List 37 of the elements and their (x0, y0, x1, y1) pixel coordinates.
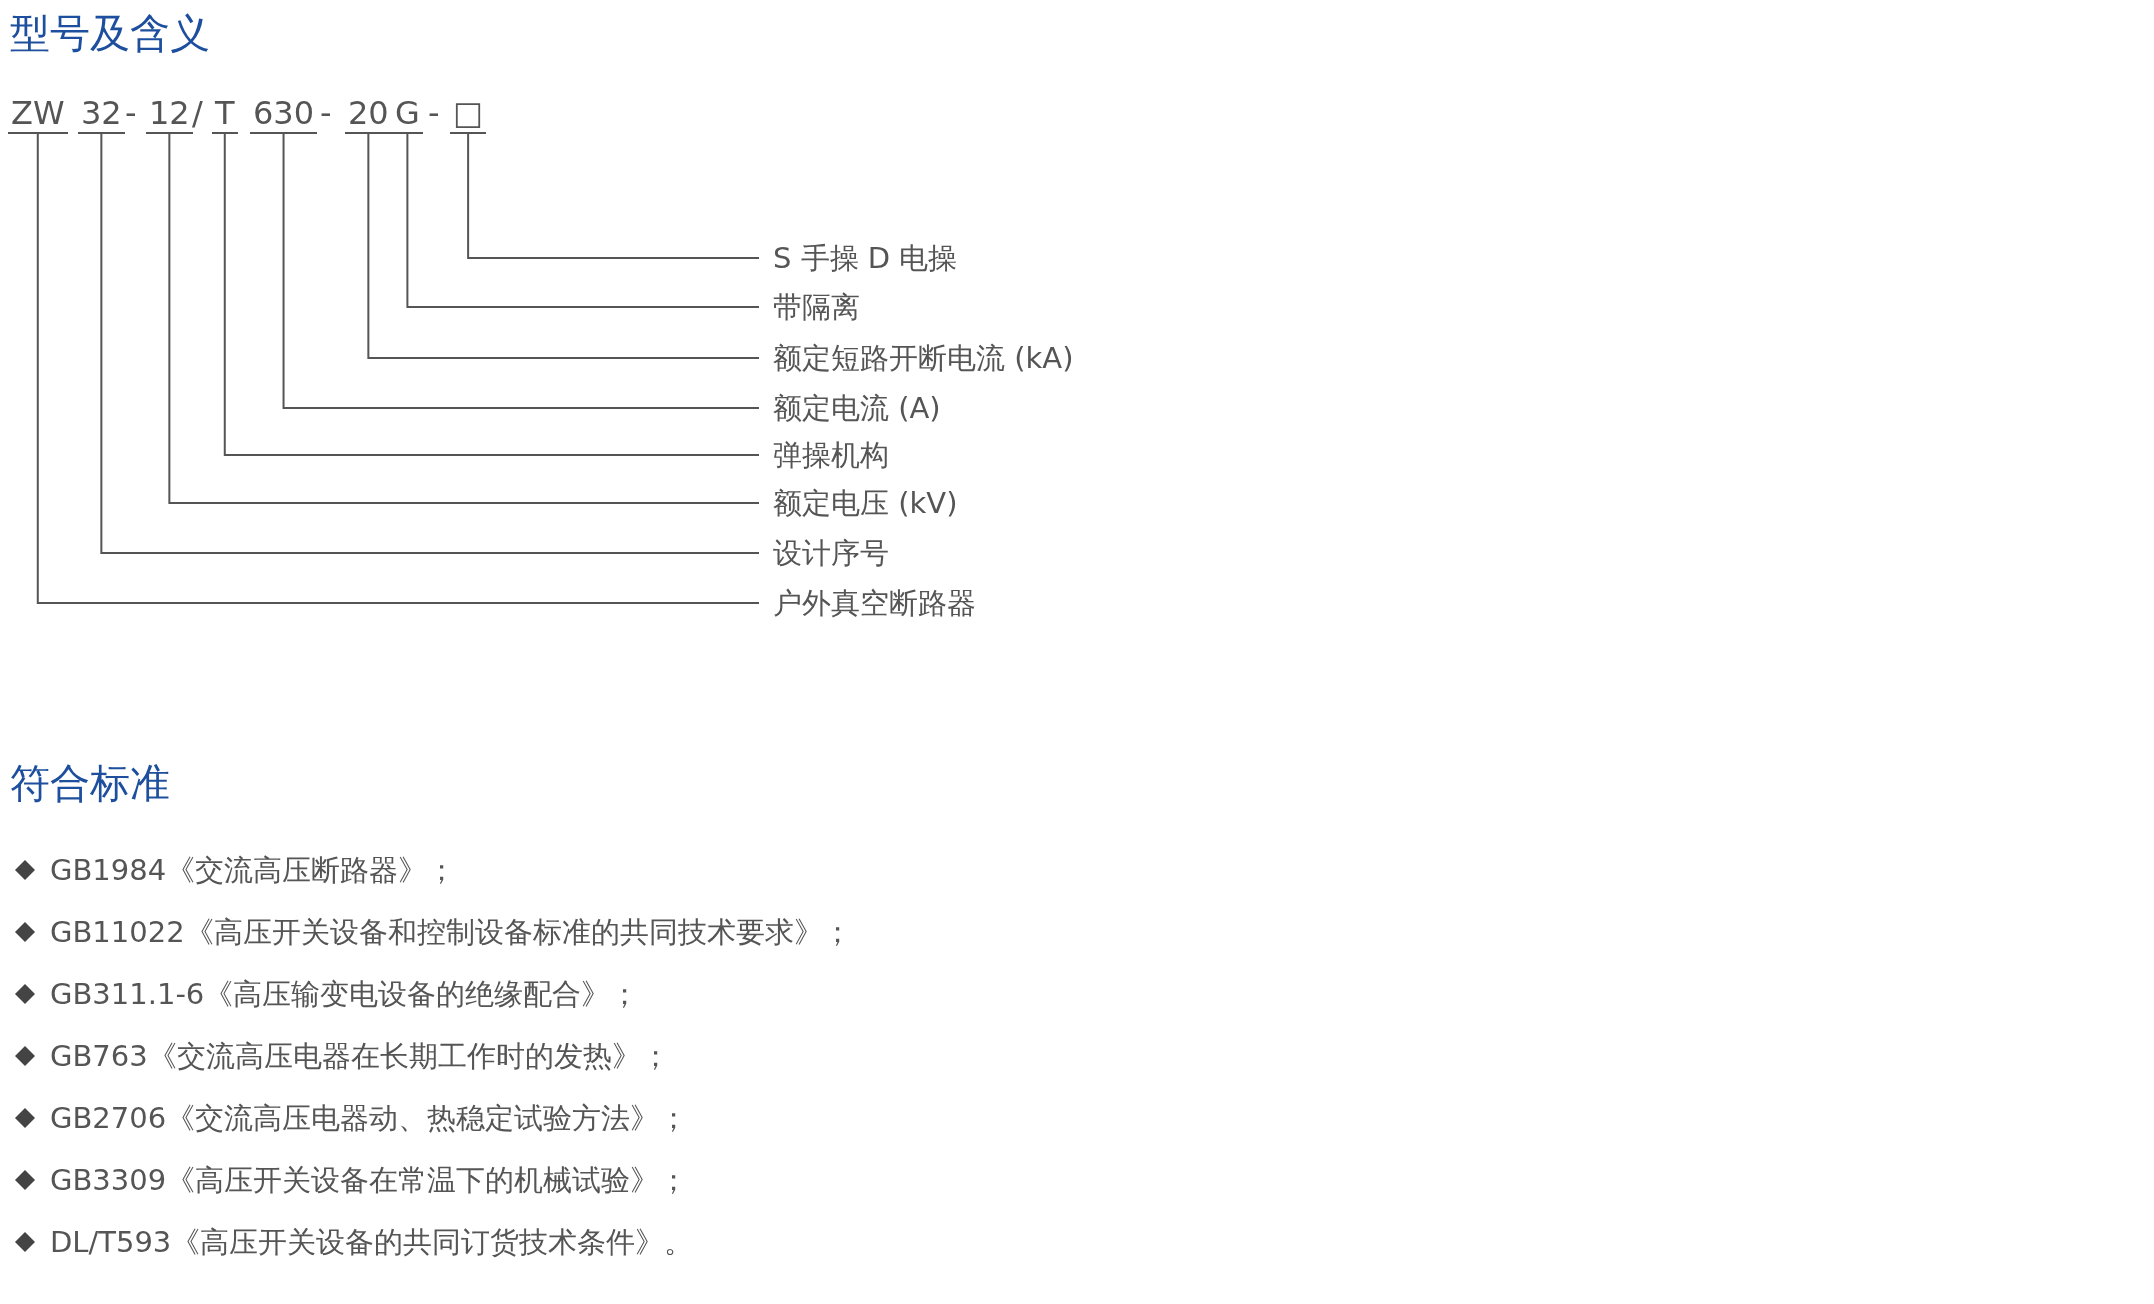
separator-mark: / (192, 94, 203, 132)
meaning-label: 户外真空断路器 (773, 585, 976, 621)
standard-item: DL/T593《高压开关设备的共同订货技术条件》。 (50, 1224, 694, 1260)
leader-line (406, 133, 760, 308)
leader-line (282, 133, 760, 409)
meaning-label: 带隔离 (773, 289, 860, 325)
section-heading: 符合标准 (10, 759, 170, 808)
model-code-segment: G (392, 94, 423, 134)
model-code-segment: T (212, 94, 238, 134)
meaning-label: 额定短路开断电流 (kA) (773, 340, 1074, 376)
standard-item: GB2706《交流高压电器动、热稳定试验方法》； (50, 1100, 689, 1136)
meaning-label: 弹操机构 (773, 437, 889, 473)
leader-line (223, 133, 760, 456)
standard-item: GB1984《交流高压断路器》； (50, 852, 457, 888)
model-code-segment: ZW (8, 94, 68, 134)
meaning-label: 额定电压 (kV) (773, 485, 958, 521)
model-code-segment: 630 (250, 94, 318, 134)
model-code-segment: □ (450, 94, 487, 134)
standard-item: GB11022《高压开关设备和控制设备标准的共同技术要求》； (50, 914, 852, 950)
standard-item: GB3309《高压开关设备在常温下的机械试验》； (50, 1162, 689, 1198)
leader-line (367, 133, 760, 359)
model-code-segment: 32 (78, 94, 125, 134)
model-code-segment: 20 (345, 94, 392, 134)
meaning-label: 额定电流 (A) (773, 390, 941, 426)
section-heading: 型号及含义 (10, 9, 210, 58)
leader-line (467, 133, 760, 259)
separator-mark: - (125, 94, 137, 132)
standard-item: GB311.1-6《高压输变电设备的绝缘配合》； (50, 976, 640, 1012)
meaning-label: 设计序号 (773, 535, 889, 571)
separator-mark: - (320, 94, 332, 132)
standard-item: GB763《交流高压电器在长期工作时的发热》； (50, 1038, 670, 1074)
leader-line (100, 133, 760, 554)
model-code-segment: 12 (146, 94, 193, 134)
separator-mark: - (428, 94, 440, 132)
leader-line (168, 133, 760, 504)
leader-line (36, 133, 760, 604)
meaning-label: S 手操 D 电操 (773, 240, 958, 276)
